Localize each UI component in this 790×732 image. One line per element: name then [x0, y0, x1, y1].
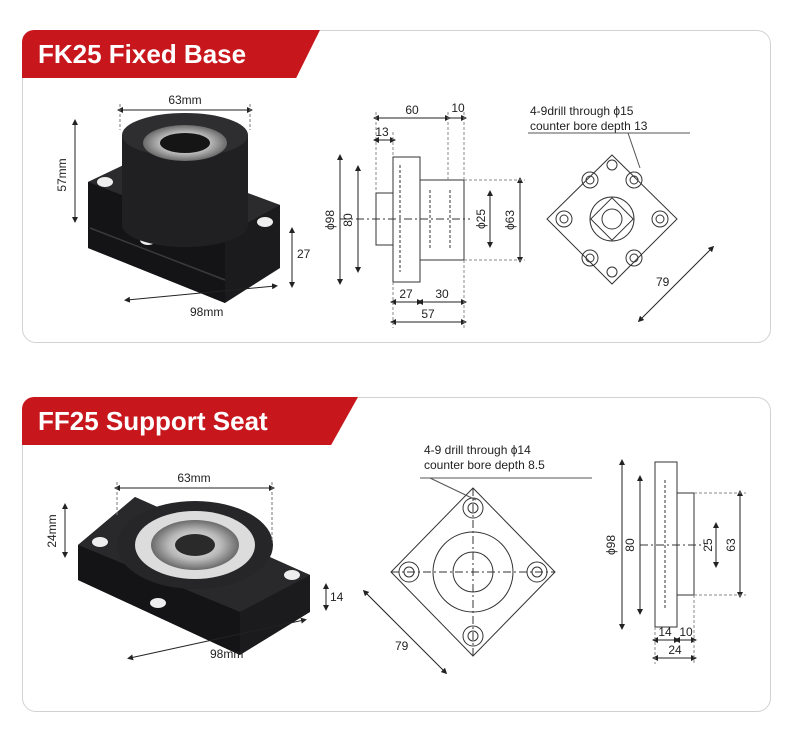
ff25-top-dimensions — [362, 477, 592, 675]
ff25-photo-width: 63mm — [177, 471, 210, 485]
ff25-side-dimensions — [619, 459, 746, 664]
fk25-top-drawing — [546, 154, 678, 285]
fk25-dim-dia98: ϕ98 — [323, 210, 337, 230]
fk25-side-drawing — [340, 156, 470, 283]
fk25-product-photo — [88, 113, 280, 303]
ff25-photo-dimensions: 63mm 24mm 14 98mm — [45, 471, 344, 661]
fk25-top-dimensions — [528, 132, 715, 323]
fk25-note-line1: 4-9drill through ϕ15 — [530, 104, 634, 118]
ff25-photo-height: 24mm — [45, 514, 59, 547]
fk25-dim-57: 57 — [421, 307, 435, 321]
fk25-photo-thickness: 27 — [297, 247, 311, 261]
fk25-photo-base-width: 98mm — [190, 305, 223, 319]
fk25-top-diag: 79 — [656, 275, 670, 289]
fk25-dim-60: 60 — [405, 103, 419, 117]
ff25-photo-base-width: 98mm — [210, 647, 243, 661]
ff25-note-line1: 4-9 drill through ϕ14 — [424, 443, 531, 457]
fk25-photo-dimensions: 63mm 57mm 27 98mm — [55, 93, 311, 319]
fk25-photo-height: 57mm — [55, 158, 69, 191]
fk25-dim-10: 10 — [451, 101, 465, 115]
fk25-dim-80: 80 — [341, 213, 355, 227]
ff25-dim-24: 24 — [668, 643, 682, 657]
fk25-dim-dia25: ϕ25 — [474, 209, 488, 229]
fk25-side-dimensions — [337, 112, 525, 328]
ff25-note-line2: counter bore depth 8.5 — [424, 458, 545, 472]
ff25-photo-thickness: 14 — [330, 590, 344, 604]
ff25-dim-10: 10 — [679, 625, 693, 639]
fk25-title: FK25 Fixed Base — [22, 30, 320, 78]
ff25-side-labels: ϕ98 80 25 63 14 10 24 — [604, 535, 738, 657]
ff25-title: FF25 Support Seat — [22, 397, 358, 445]
fk25-dim-30: 30 — [435, 287, 449, 301]
fk25-photo-width: 63mm — [168, 93, 201, 107]
fk25-dim-27: 27 — [399, 287, 413, 301]
fk25-note-line2: counter bore depth 13 — [530, 119, 648, 133]
ff25-dim-25: 25 — [701, 538, 715, 552]
fk25-side-labels: 60 10 13 ϕ98 80 ϕ25 ϕ63 27 30 57 — [323, 101, 517, 321]
ff25-dim-80: 80 — [623, 538, 637, 552]
ff25-product-photo — [78, 497, 310, 655]
fk25-dim-dia63: ϕ63 — [503, 210, 517, 230]
ff25-dim-dia98: ϕ98 — [604, 535, 618, 555]
ff25-dim-14: 14 — [658, 625, 672, 639]
ff25-top-drawing — [390, 487, 556, 657]
ff25-top-diag: 79 — [395, 639, 409, 653]
ff25-side-drawing — [640, 461, 705, 628]
fk25-dim-13: 13 — [375, 125, 389, 139]
ff25-dim-63: 63 — [724, 538, 738, 552]
